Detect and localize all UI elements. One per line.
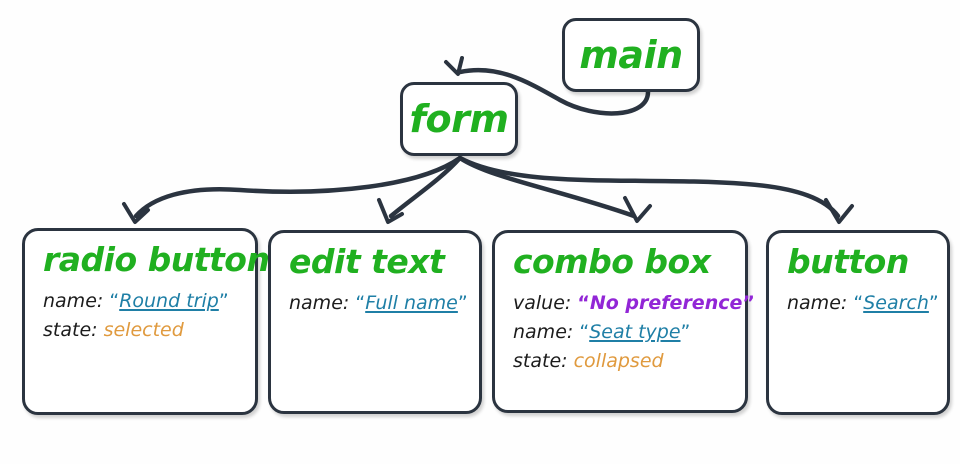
property-key: state: xyxy=(43,319,98,341)
edge-form-to-radio-button xyxy=(133,155,463,219)
edge-form-to-edit-text xyxy=(388,155,463,219)
property-row: value: “No preference” xyxy=(513,289,755,318)
node-form[interactable]: form xyxy=(400,82,518,156)
quote-open: “ xyxy=(579,321,590,343)
quote-open: “ xyxy=(577,292,590,314)
node-edit-text[interactable]: edit text name: “Full name” xyxy=(268,230,482,414)
node-form-title: form xyxy=(409,97,509,141)
property-value: selected xyxy=(103,319,184,341)
quote-close: ” xyxy=(457,292,468,314)
node-button[interactable]: button name: “Search” xyxy=(766,230,950,415)
node-combo-box-properties: value: “No preference” name: “Seat type”… xyxy=(513,289,755,376)
property-key: name: xyxy=(787,292,848,314)
property-row: name: “Full name” xyxy=(289,289,469,318)
node-radio-button[interactable]: radio button name: “Round trip” state: s… xyxy=(22,228,270,415)
node-main-title: main xyxy=(579,33,683,77)
quote-open: “ xyxy=(355,292,366,314)
node-radio-button-title: radio button xyxy=(43,240,270,279)
property-row: name: “Seat type” xyxy=(513,318,735,347)
node-radio-button-properties: name: “Round trip” state: selected xyxy=(43,287,245,345)
edge-form-to-edit-text-arrowhead xyxy=(377,198,404,224)
edge-main-to-form-arrowhead xyxy=(444,56,464,76)
quote-open: “ xyxy=(109,290,120,312)
quote-close: ” xyxy=(742,292,755,314)
quote-close: ” xyxy=(928,292,939,314)
quote-close: ” xyxy=(218,290,229,312)
property-row: state: selected xyxy=(43,316,245,345)
property-row: state: collapsed xyxy=(513,347,735,376)
property-key: name: xyxy=(289,292,350,314)
node-edit-text-properties: name: “Full name” xyxy=(289,289,469,318)
edge-form-to-button-arrowhead xyxy=(824,198,854,224)
node-edit-text-title: edit text xyxy=(289,242,445,281)
node-button-properties: name: “Search” xyxy=(787,289,939,318)
edge-form-to-button xyxy=(457,155,841,219)
property-row: name: “Round trip” xyxy=(43,287,245,316)
property-key: name: xyxy=(513,321,574,343)
node-button-title: button xyxy=(787,242,909,281)
edge-form-to-radio-button-arrowhead xyxy=(122,202,150,224)
property-value: Full name xyxy=(365,292,458,314)
property-key: name: xyxy=(43,290,104,312)
property-value: No preference xyxy=(589,292,743,314)
node-combo-box[interactable]: combo box value: “No preference” name: “… xyxy=(492,230,755,413)
quote-close: ” xyxy=(680,321,691,343)
node-combo-box-title: combo box xyxy=(513,242,711,281)
quote-open: “ xyxy=(853,292,864,314)
property-row: name: “Search” xyxy=(787,289,939,318)
edge-form-to-combo-box-arrowhead xyxy=(623,196,652,223)
property-value: Seat type xyxy=(589,321,681,343)
property-key: state: xyxy=(513,350,568,372)
node-main[interactable]: main xyxy=(562,18,700,92)
property-value: Search xyxy=(863,292,929,314)
edge-form-to-combo-box xyxy=(457,155,637,219)
property-key: value: xyxy=(513,292,572,314)
property-value: collapsed xyxy=(573,350,664,372)
property-value: Round trip xyxy=(119,290,219,312)
